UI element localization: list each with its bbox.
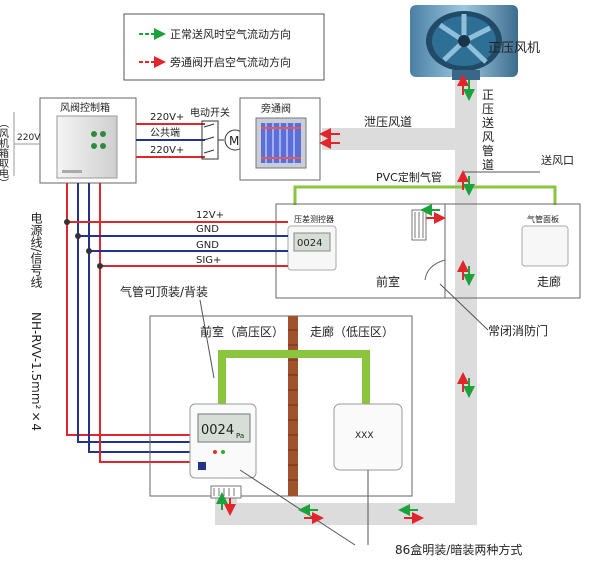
motor-wires: [136, 123, 205, 158]
wire-label-1: 220V+: [150, 112, 184, 123]
legend-bypass-text: 旁通阀开启空气流动方向: [170, 55, 291, 69]
wire-label-2: 公共端: [150, 126, 180, 139]
control-cabinet-icon: [56, 115, 118, 179]
cable-spec-label: NH-RVV-1.5mm²×4: [29, 312, 43, 431]
pressure-controller-small: [287, 225, 337, 271]
bypass-valve-icon: [255, 117, 307, 169]
legend-normal-text: 正常送风时空气流动方向: [170, 27, 291, 41]
relief-duct-label: 泄压风道: [364, 115, 412, 129]
supply-duct-text: 正压送风管道: [482, 88, 495, 172]
legend: 正常送风时空气流动方向 旁通阀开启空气流动方向: [123, 13, 325, 81]
fan-icon: [410, 5, 518, 80]
v220-label: 220V: [17, 133, 41, 143]
signal-wires: [66, 183, 288, 463]
partition-wall: [288, 316, 298, 496]
bypass-valve-label: 旁通阀: [261, 102, 291, 115]
flow-arrows: [216, 74, 475, 524]
supply-outlet-label: 送风口: [541, 153, 574, 167]
signal-label-4: SIG+: [196, 255, 221, 266]
pressure-controller-label: 压差测控器: [294, 214, 334, 224]
air-panel-large-text: ⅩⅩⅩ: [355, 431, 374, 441]
signal-label-3: GND: [196, 240, 219, 251]
fan-box-power-label: （风机箱取电）: [0, 118, 9, 188]
fan-label: 正压风机: [488, 41, 540, 56]
building-plan-bottom: [149, 315, 413, 497]
signal-label-1: 12V+: [196, 210, 224, 221]
air-panel-label: 气管面板: [527, 214, 559, 224]
cable-label: 电源线/信号线: [29, 212, 43, 288]
pvc-tube-bottom: [218, 350, 370, 404]
display-small: 0024: [297, 238, 322, 249]
motor-switch-label: 电动开关: [190, 106, 230, 119]
fire-door-label: 常闭消防门: [488, 323, 548, 338]
display-large: 0024: [201, 423, 234, 438]
air-panel-icon: [521, 225, 569, 267]
wire-label-3: 220V+: [150, 145, 184, 156]
signal-label-2: GND: [196, 224, 219, 235]
pvc-tube-label: PVC定制气管: [376, 170, 442, 184]
pvc-tube-top: [293, 185, 557, 205]
display-unit: Pa: [236, 432, 244, 440]
motor-icon: M: [229, 134, 239, 148]
fire-door-icon: [424, 259, 446, 281]
front-room-high-label: 前室（高压区）: [200, 324, 284, 339]
bottom-outlet-icon: [210, 485, 242, 499]
tube-mount-label: 气管可顶装/背装: [120, 284, 208, 299]
front-room-label: 前室: [376, 274, 400, 289]
box-mount-label: 86盒明装/暗装两种方式: [395, 542, 522, 557]
corridor-label: 走廊: [537, 274, 561, 289]
control-box-label: 风阀控制箱: [60, 101, 110, 114]
corridor-low-label: 走廊（低压区）: [310, 324, 394, 339]
pressure-controller-large: [189, 403, 257, 479]
